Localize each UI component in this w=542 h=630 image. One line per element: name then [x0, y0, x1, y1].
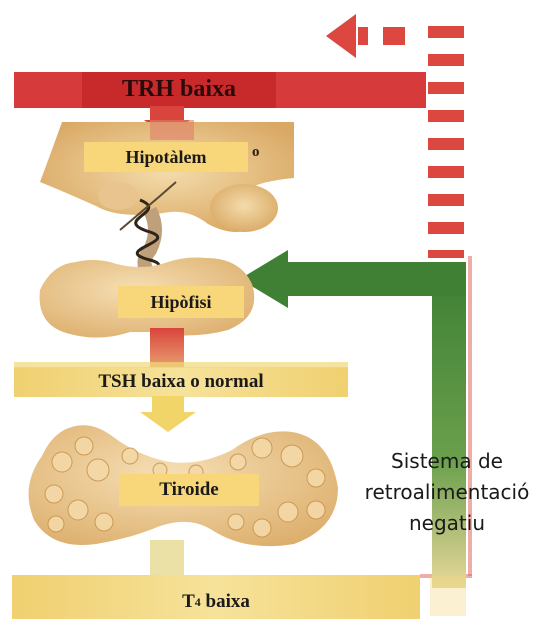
thyroid-label: Tiroide — [119, 474, 259, 506]
tsh-arrowhead — [140, 412, 196, 432]
pituitary-label: Hipòfisi — [118, 286, 244, 318]
tsh-label: TSH baixa o normal — [14, 367, 348, 397]
t4-suffix: baixa — [201, 591, 250, 613]
feedback-caption: Sistema de retroalimentació negatiu — [354, 446, 540, 539]
feedback-line-1: Sistema de — [354, 446, 540, 477]
trh-label: TRH baixa — [82, 71, 276, 107]
feedback-arrowhead-top — [326, 14, 356, 58]
t4-prefix: T — [182, 591, 195, 613]
feedback-line-3: negatiu — [354, 508, 540, 539]
hypothalamus-organ: o — [40, 120, 294, 232]
svg-text:o: o — [252, 144, 260, 160]
hypothalamus-label: Hipotàlem — [84, 142, 248, 172]
feedback-line-2: retroalimentació — [354, 477, 540, 508]
